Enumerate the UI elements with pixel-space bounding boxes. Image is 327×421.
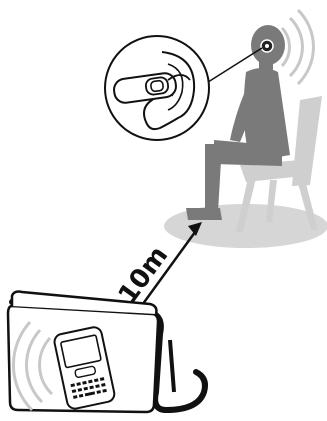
ear-inset [105,36,209,140]
headset-signal-waves [282,10,313,84]
